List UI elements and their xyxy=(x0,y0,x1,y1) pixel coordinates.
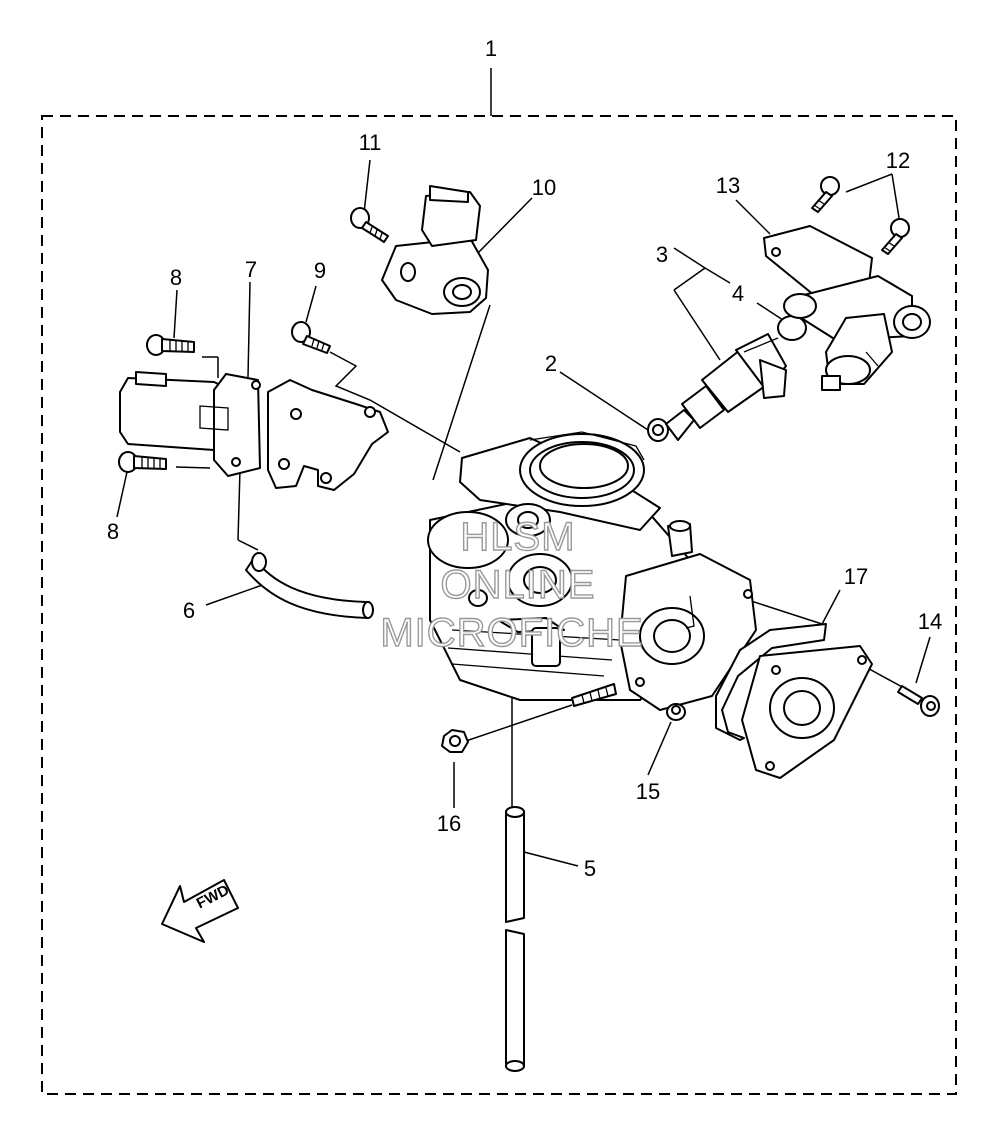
callout-1: 1 xyxy=(485,36,497,61)
screw-12-upper xyxy=(811,176,840,213)
injector-3 xyxy=(665,333,787,441)
bolt-14 xyxy=(897,685,940,717)
callout-13: 13 xyxy=(716,173,740,198)
plug-15 xyxy=(666,703,686,721)
hose-6 xyxy=(245,552,374,619)
callout-labels: 1 2 3 4 5 6 7 8 8 9 10 11 12 13 14 15 16… xyxy=(107,36,942,881)
throttle-body xyxy=(427,431,757,711)
callout-9: 9 xyxy=(314,258,326,283)
callout-6: 6 xyxy=(183,598,195,623)
watermark-line-1: HLSM xyxy=(460,515,575,559)
watermark-line-2: ONLINE xyxy=(441,563,596,607)
watermark-line-3: MICROFICHE xyxy=(380,611,643,655)
hose-5 xyxy=(505,806,525,1072)
screw-8-upper xyxy=(146,334,195,356)
assembly-boundary xyxy=(41,68,957,1095)
gasket-17 xyxy=(715,623,827,741)
throttle-position-sensor-10 xyxy=(381,185,489,315)
callout-16: 16 xyxy=(437,811,461,836)
callout-15: 15 xyxy=(636,779,660,804)
callout-2: 2 xyxy=(545,351,557,376)
callout-14: 14 xyxy=(918,609,942,634)
callout-12: 12 xyxy=(886,148,910,173)
screw-9 xyxy=(291,321,331,354)
callout-17: 17 xyxy=(844,564,868,589)
fwd-arrow-icon: FWD xyxy=(161,879,239,943)
screw-8-lower xyxy=(118,451,167,473)
callout-4: 4 xyxy=(732,281,744,306)
callout-7: 7 xyxy=(245,257,257,282)
fuel-rail-13 xyxy=(763,225,931,391)
callout-10: 10 xyxy=(532,175,556,200)
callout-11: 11 xyxy=(359,130,382,155)
callout-3: 3 xyxy=(656,242,668,267)
bracket xyxy=(267,379,389,491)
cover xyxy=(741,645,873,779)
callout-8-upper: 8 xyxy=(170,265,182,290)
watermark: HLSM ONLINE MICROFICHE xyxy=(380,514,644,655)
o-ring-2 xyxy=(647,418,669,442)
callout-8-lower: 8 xyxy=(107,519,119,544)
nut-16 xyxy=(441,729,469,753)
o-ring-4 xyxy=(777,315,807,341)
screw-12-lower xyxy=(881,218,910,255)
callout-5: 5 xyxy=(584,856,596,881)
screw-11 xyxy=(350,207,389,243)
sensor-7 xyxy=(119,371,261,477)
